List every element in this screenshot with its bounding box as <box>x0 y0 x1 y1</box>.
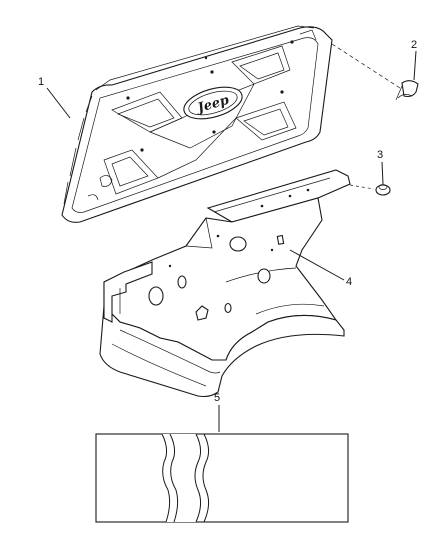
callout-1: 1 <box>38 76 44 88</box>
callout-1-leader <box>46 87 71 119</box>
callout-4-leader <box>289 249 345 281</box>
clip-part[interactable] <box>331 43 419 101</box>
insulation-strip[interactable] <box>95 433 349 523</box>
callout-3-leader <box>381 161 384 185</box>
callout-2: 2 <box>411 39 417 51</box>
callout-3: 3 <box>377 149 383 161</box>
callout-4: 4 <box>346 276 352 288</box>
callout-5: 5 <box>214 392 220 404</box>
dash-silencer[interactable] <box>99 169 351 398</box>
plug-part[interactable] <box>349 184 391 196</box>
callout-2-leader <box>413 50 417 81</box>
hood-panel[interactable]: Jeep <box>61 25 333 223</box>
